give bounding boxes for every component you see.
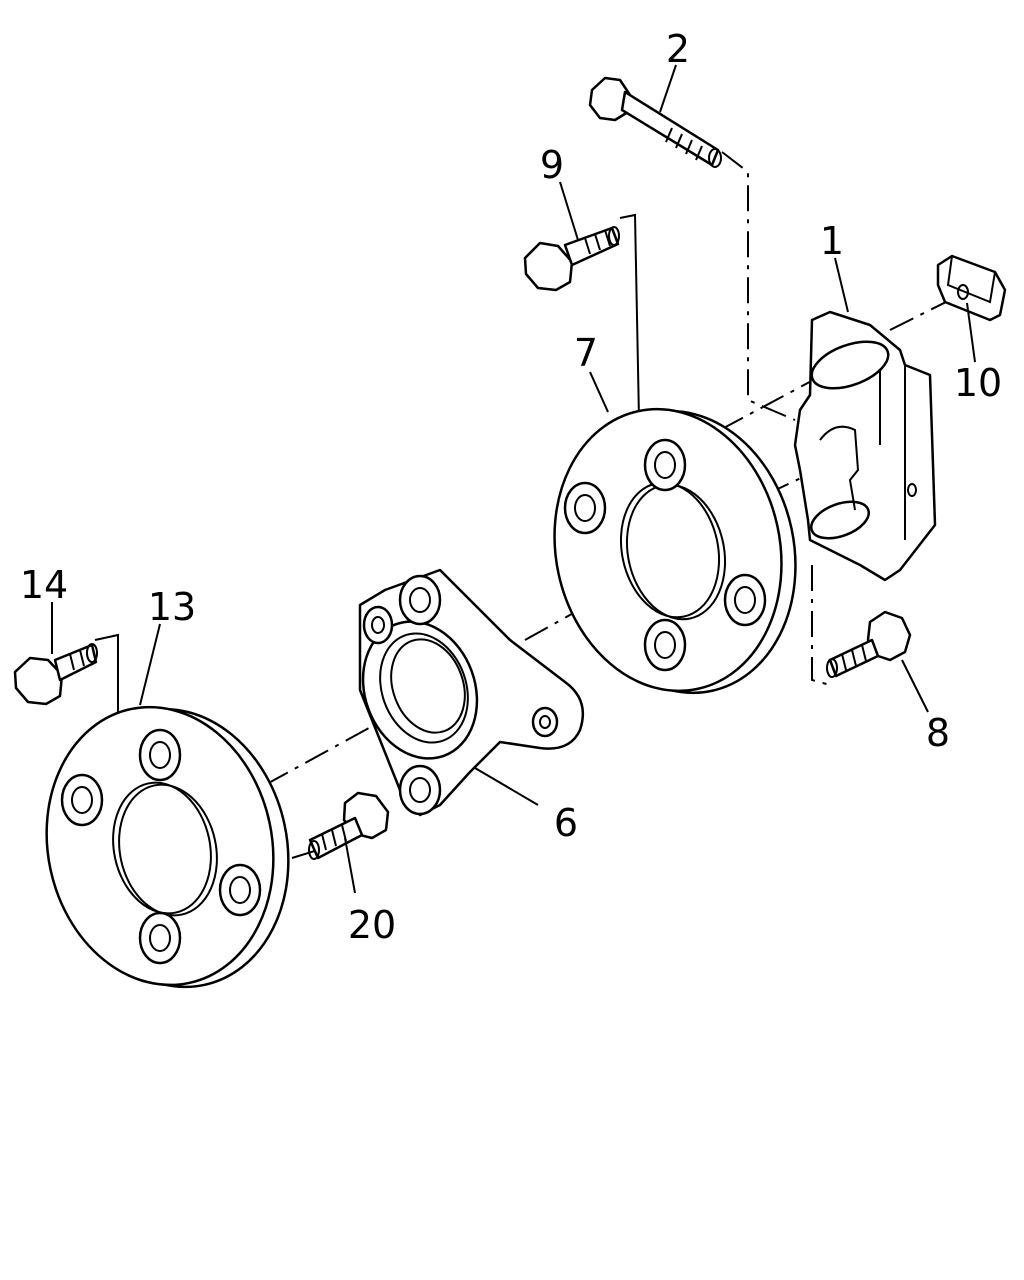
callout-10: 10 bbox=[954, 361, 1002, 405]
nut-10 bbox=[936, 254, 1007, 322]
bolt-hole bbox=[643, 618, 687, 672]
callout-labels: 2 9 1 10 7 8 6 20 14 13 bbox=[20, 27, 1002, 947]
bearing-housing-6 bbox=[358, 568, 585, 817]
bolt-2 bbox=[588, 76, 722, 168]
bolt-20 bbox=[308, 791, 390, 860]
bolt-hole bbox=[138, 911, 182, 965]
flange-plate-13 bbox=[45, 705, 290, 989]
bolt-14 bbox=[13, 643, 98, 706]
callout-1: 1 bbox=[820, 219, 844, 263]
bolt-hole bbox=[723, 573, 767, 627]
callout-20: 20 bbox=[348, 903, 396, 947]
bolt-hole bbox=[138, 728, 182, 782]
bracket-1 bbox=[793, 310, 937, 582]
callout-9: 9 bbox=[540, 143, 564, 187]
flange-plate-7 bbox=[553, 407, 797, 695]
callout-7: 7 bbox=[574, 331, 598, 375]
callout-8: 8 bbox=[926, 711, 950, 755]
callout-13: 13 bbox=[148, 585, 196, 629]
bolt-8 bbox=[826, 610, 912, 678]
leader-lines bbox=[51, 64, 976, 894]
bolt-9 bbox=[523, 226, 620, 292]
bolt-hole bbox=[60, 773, 104, 827]
bolt-hole bbox=[643, 438, 687, 492]
bolt-hole bbox=[563, 481, 607, 535]
bolt-hole bbox=[218, 863, 262, 917]
callout-6: 6 bbox=[554, 801, 578, 845]
callout-2: 2 bbox=[666, 27, 690, 71]
callout-14: 14 bbox=[20, 563, 68, 607]
